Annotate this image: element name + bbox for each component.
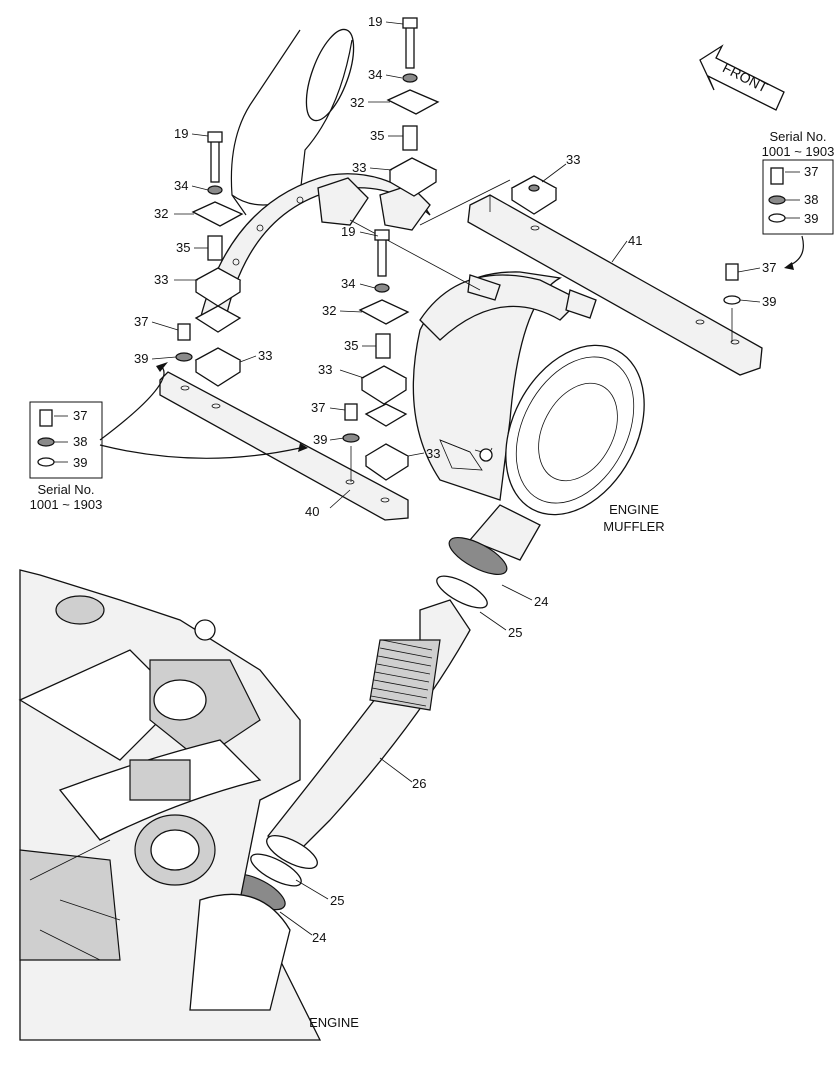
callout-numbers: 19 34 32 35 33 19 34 32 35 33 37 39 33 1… bbox=[134, 14, 776, 945]
callout-32: 32 bbox=[322, 303, 336, 318]
callout-33: 33 bbox=[258, 348, 272, 363]
spacer-35 bbox=[402, 125, 418, 151]
front-arrow-icon: FRONT bbox=[699, 44, 785, 111]
callout-34: 34 bbox=[174, 178, 188, 193]
serial-range-left: 1001 ~ 1903 bbox=[30, 497, 103, 512]
callout-32: 32 bbox=[350, 95, 364, 110]
engine-muffler bbox=[412, 271, 645, 516]
serial-title-left: Serial No. bbox=[37, 482, 94, 497]
serial-title-right: Serial No. bbox=[769, 129, 826, 144]
callout-19: 19 bbox=[174, 126, 188, 141]
plate-32 bbox=[386, 89, 440, 115]
callout-37: 37 bbox=[762, 260, 776, 275]
legend-right-39: 39 bbox=[804, 211, 818, 226]
serial-range-right: 1001 ~ 1903 bbox=[762, 144, 835, 159]
callout-35: 35 bbox=[176, 240, 190, 255]
legend-right-38: 38 bbox=[804, 192, 818, 207]
callout-37: 37 bbox=[311, 400, 325, 415]
fastener-stack-c bbox=[342, 229, 410, 482]
left-support-rail bbox=[159, 371, 409, 521]
fastener-stack-d bbox=[510, 175, 741, 342]
legend-left-38: 38 bbox=[73, 434, 87, 449]
callout-33: 33 bbox=[352, 160, 366, 175]
callout-33: 33 bbox=[566, 152, 580, 167]
washer-34 bbox=[402, 73, 418, 83]
leader-lines bbox=[151, 21, 761, 936]
callout-37: 37 bbox=[134, 314, 148, 329]
callout-34: 34 bbox=[341, 276, 355, 291]
left-mounting-band bbox=[199, 173, 431, 323]
callout-26: 26 bbox=[412, 776, 426, 791]
callout-25: 25 bbox=[330, 893, 344, 908]
callout-35: 35 bbox=[344, 338, 358, 353]
callout-24: 24 bbox=[312, 930, 326, 945]
legend-left-37: 37 bbox=[73, 408, 87, 423]
legend-right-37: 37 bbox=[804, 164, 818, 179]
callout-33: 33 bbox=[154, 272, 168, 287]
fastener-stack-b bbox=[175, 131, 244, 387]
callout-40: 40 bbox=[305, 504, 319, 519]
legend-box-right: Serial No. 1001 ~ 1903 37 38 39 bbox=[762, 129, 835, 270]
fastener-stack-a bbox=[386, 17, 440, 197]
legend-box-left: 37 38 39 Serial No. 1001 ~ 1903 bbox=[29, 362, 308, 512]
callout-39: 39 bbox=[762, 294, 776, 309]
gasket-25-upper bbox=[436, 575, 488, 609]
clamp-24-upper bbox=[448, 537, 508, 575]
callout-39: 39 bbox=[313, 432, 327, 447]
callout-25: 25 bbox=[508, 625, 522, 640]
callout-19: 19 bbox=[341, 224, 355, 239]
engine-label: ENGINE bbox=[309, 1015, 359, 1030]
legend-left-39: 39 bbox=[73, 455, 87, 470]
callout-24: 24 bbox=[534, 594, 548, 609]
bolt-19 bbox=[405, 23, 415, 69]
engine-muffler-label-line1: ENGINE bbox=[609, 502, 659, 517]
callout-35: 35 bbox=[370, 128, 384, 143]
callout-33: 33 bbox=[318, 362, 332, 377]
engine-block bbox=[18, 569, 322, 1041]
callout-32: 32 bbox=[154, 206, 168, 221]
callout-34: 34 bbox=[368, 67, 382, 82]
guide-line bbox=[349, 219, 481, 291]
guide-line bbox=[419, 179, 511, 226]
right-support-rail bbox=[467, 194, 763, 376]
callout-19: 19 bbox=[368, 14, 382, 29]
callout-39: 39 bbox=[134, 351, 148, 366]
exhaust-pipe-assembly bbox=[230, 504, 541, 911]
callout-41: 41 bbox=[628, 233, 642, 248]
engine-muffler-label-line2: MUFFLER bbox=[603, 519, 664, 534]
callout-33: 33 bbox=[426, 446, 440, 461]
